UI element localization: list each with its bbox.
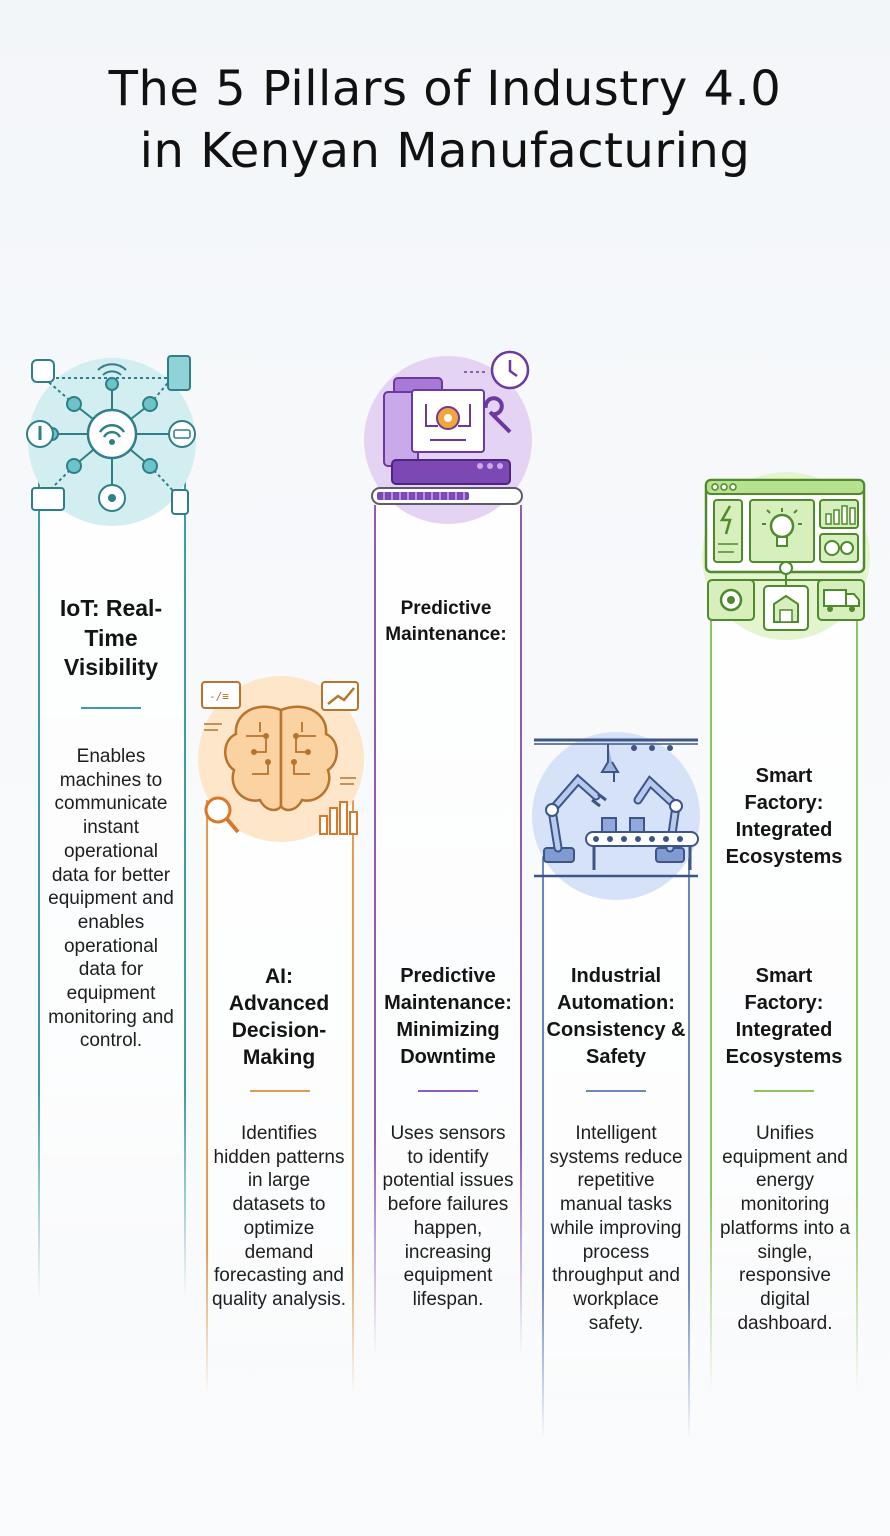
smart-factory-dashboard-icon — [704, 478, 866, 631]
ai-brain-icon: -/≡ — [201, 681, 359, 835]
pillar-ai-column — [206, 800, 354, 1395]
pillar-pm-progress-fill — [377, 492, 469, 500]
pillar-pm-heading: Predictive Maintenance: Minimizing Downt… — [384, 965, 512, 1068]
pillar-pm-description: Uses sensors to identify potential issue… — [382, 1123, 514, 1310]
pillar-ai-heading: AI: Advanced Decision-Making — [228, 965, 330, 1069]
page-title: The 5 Pillars of Industry 4.0 in Kenyan … — [0, 58, 890, 182]
svg-text:-/≡: -/≡ — [209, 690, 229, 703]
maintenance-machine-icon — [383, 350, 530, 485]
title-line-2: in Kenyan Manufacturing — [139, 123, 751, 179]
pillar-ia-divider — [586, 1090, 646, 1092]
pillar-ia-description: Intelligent systems reduce repetitive ma… — [549, 1123, 683, 1334]
robotic-arm-icon — [534, 738, 699, 878]
pillar-iot-divider — [81, 707, 141, 709]
pillar-ia-heading: Industrial Automation: Consistency & Saf… — [546, 965, 686, 1068]
pillar-pm-column — [374, 505, 522, 1355]
pillar-iot-description: Enables machines to communicate instant … — [48, 746, 174, 1052]
pillar-pm-divider — [418, 1090, 478, 1092]
pillar-iot-heading: IoT: Real-Time Visibility — [59, 595, 163, 680]
title-line-1: The 5 Pillars of Industry 4.0 — [108, 61, 782, 117]
pillar-ia-column — [542, 820, 690, 1440]
pillar-pm-upper-heading: Predictive Maintenance: — [385, 598, 507, 645]
pillar-ai-divider — [250, 1090, 310, 1092]
pillar-sf-description: Unifies equipment and energy monitoring … — [720, 1123, 850, 1334]
pillar-ai-description: Identifies hidden patterns in large data… — [211, 1123, 347, 1310]
pillar-sf-upper-heading: Smart Factory: Integrated Ecosystems — [725, 765, 843, 868]
pillar-sf-heading: Smart Factory: Integrated Ecosystems — [725, 965, 843, 1068]
pillar-sf-divider — [754, 1090, 814, 1092]
pillar-sf-column — [710, 600, 858, 1390]
pillar-iot-column — [38, 470, 186, 1300]
pillar-pm-progress-bar — [371, 487, 523, 505]
iot-network-icon — [26, 355, 196, 515]
